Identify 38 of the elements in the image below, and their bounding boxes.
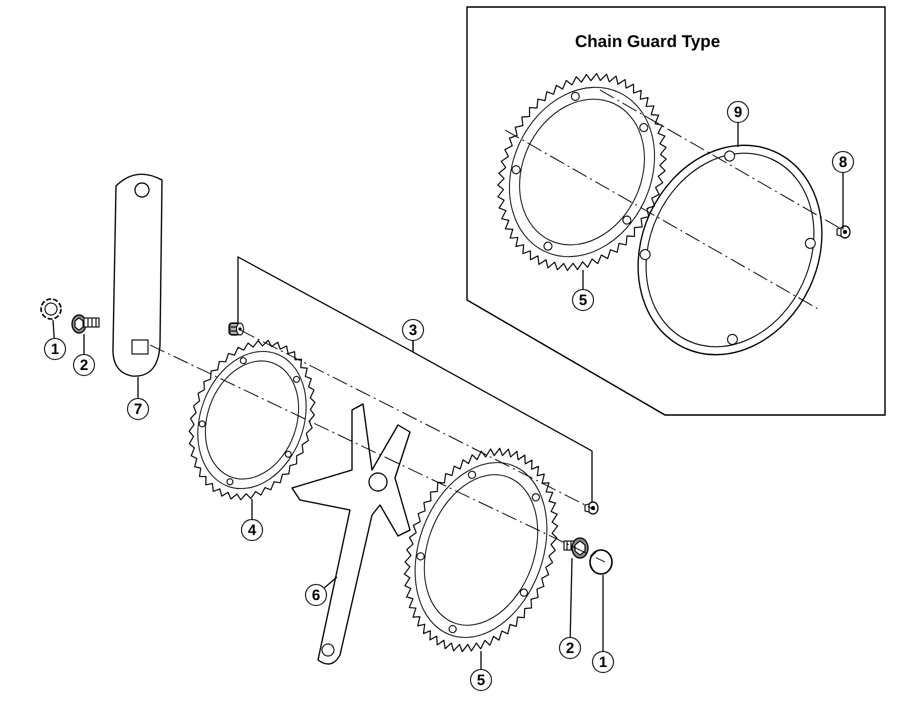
crank-cap-drawing	[39, 297, 63, 321]
leader-line	[137, 377, 139, 398]
callout-number: 7	[127, 398, 149, 420]
chainring-drawing	[404, 448, 558, 652]
crank-cap-drawing	[588, 548, 616, 576]
chainring-bolt-drawing	[835, 224, 853, 240]
callout-number: 1	[44, 338, 66, 360]
chainring-bolt-drawing	[583, 500, 601, 516]
callout-number: 9	[727, 101, 749, 123]
leader-line	[480, 651, 482, 669]
callout-number: 1	[592, 651, 614, 673]
leader-line	[237, 256, 414, 353]
leader-line	[83, 334, 85, 354]
leader-line	[324, 576, 338, 588]
inset-panel	[467, 7, 885, 415]
panel-title: Chain Guard Type	[575, 32, 720, 52]
callout-number: 5	[470, 669, 492, 691]
callout-number: 2	[559, 637, 581, 659]
callout-number: 8	[832, 151, 854, 173]
leader-line	[251, 499, 253, 519]
callout-number: 6	[305, 584, 327, 606]
leader-line	[842, 173, 844, 229]
callout-number: 5	[572, 289, 594, 311]
callout-number: 2	[73, 354, 95, 376]
leader-line	[570, 558, 573, 638]
leader-line	[737, 123, 739, 147]
chainring-nut-drawing	[227, 321, 245, 337]
chain-guard-drawing	[637, 144, 823, 356]
leader-line	[582, 270, 584, 289]
chainring-drawing	[497, 73, 667, 271]
fixing-bolt-drawing	[562, 536, 590, 560]
fixing-bolt-drawing	[69, 313, 101, 335]
chainring-drawing	[189, 340, 315, 500]
callout-number: 4	[241, 519, 263, 541]
leader-line	[412, 341, 593, 502]
leader-line	[52, 320, 55, 338]
leader-line	[602, 575, 604, 651]
callout-number: 3	[402, 319, 424, 341]
